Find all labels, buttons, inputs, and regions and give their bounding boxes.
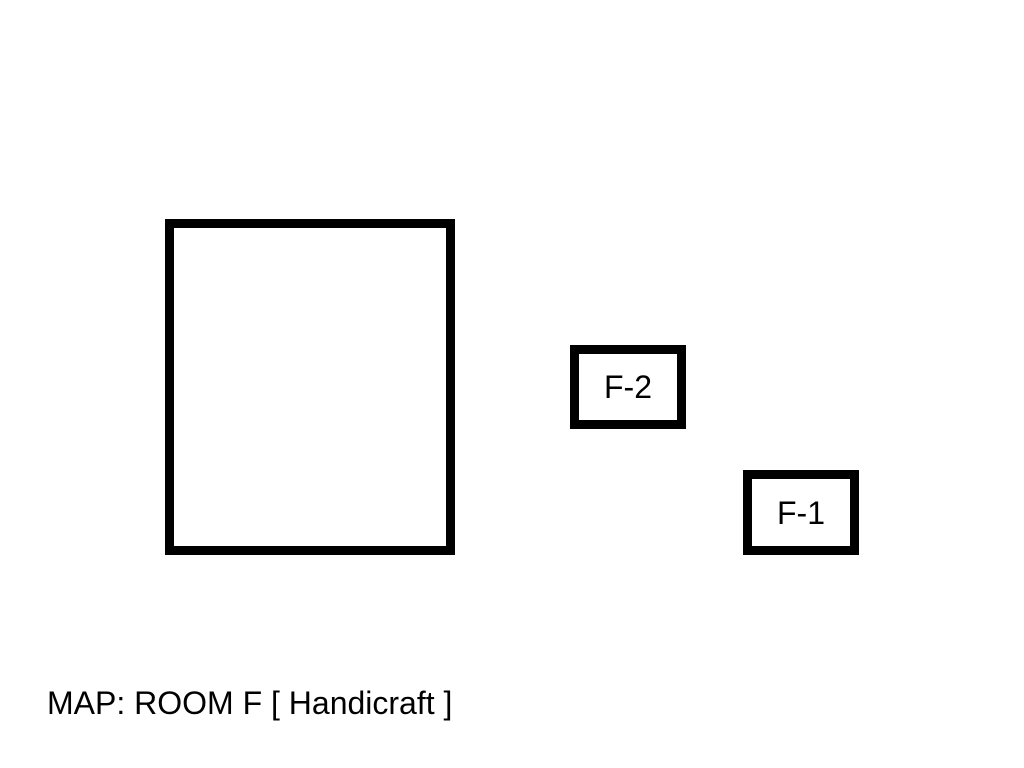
booth-label: F-2 — [604, 369, 652, 405]
large-room-area — [165, 219, 455, 555]
map-title: MAP: ROOM F [ Handicraft ] — [47, 685, 453, 721]
booth-label: F-1 — [777, 494, 825, 531]
booth-f1[interactable]: F-1 — [743, 470, 859, 555]
booth-f2[interactable]: F-2 — [570, 345, 686, 429]
